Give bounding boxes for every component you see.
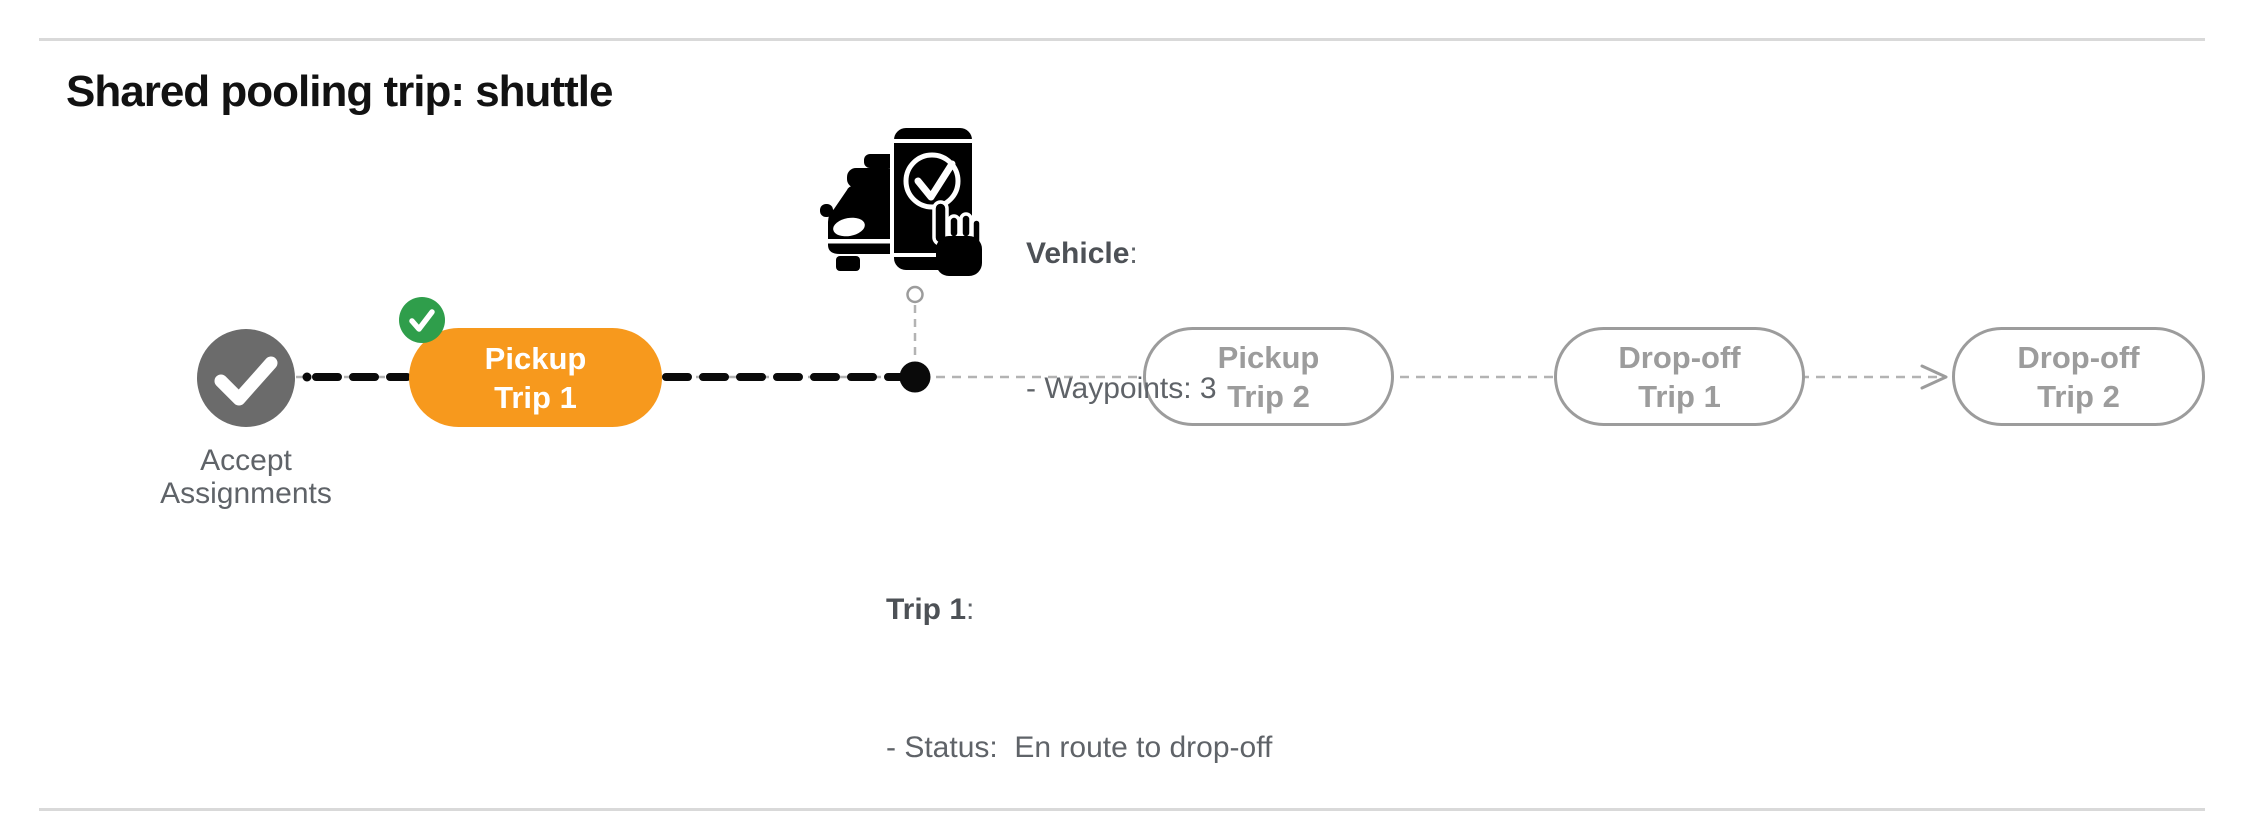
trip1-status-line: - Status: En route to drop-off	[886, 731, 1273, 764]
timeline-step-dropoff-trip-2: Drop-off Trip 2	[1952, 327, 2205, 426]
trip-info-block: Trip 1: - Status: En route to drop-off -…	[886, 495, 1272, 825]
vehicle-info-title-line: Vehicle:	[1026, 237, 1138, 270]
route-start-dot	[302, 372, 312, 382]
check-icon	[214, 356, 278, 406]
bottom-divider	[39, 808, 2205, 811]
vehicle-waypoints-line: - Waypoints: 3	[1026, 372, 1217, 405]
vehicle-leader-circle	[906, 285, 924, 304]
trip1-title: Trip 1	[886, 593, 967, 626]
waypoint-dot	[899, 361, 931, 393]
top-divider	[39, 38, 2205, 41]
step-completed-badge	[399, 297, 445, 343]
trip1-title-line: Trip 1:	[886, 593, 975, 626]
vehicle-with-phone-check-icon	[820, 124, 983, 276]
vehicle-info-title: Vehicle	[1026, 237, 1130, 270]
timeline-step-pickup-trip-2: Pickup Trip 2	[1143, 327, 1394, 426]
vehicle-info-block: Vehicle: - Waypoints: 3	[1026, 141, 1217, 501]
timeline-step-pickup-trip-1: Pickup Trip 1	[409, 328, 662, 427]
page-title: Shared pooling trip: shuttle	[66, 67, 613, 116]
timeline-step-dropoff-trip-1: Drop-off Trip 1	[1554, 327, 1805, 426]
arrow-right-icon	[1920, 364, 1948, 390]
accept-assignments-label: Accept Assignments	[160, 444, 332, 510]
timeline-node-accept-assignments	[197, 329, 295, 427]
check-icon	[409, 309, 435, 332]
